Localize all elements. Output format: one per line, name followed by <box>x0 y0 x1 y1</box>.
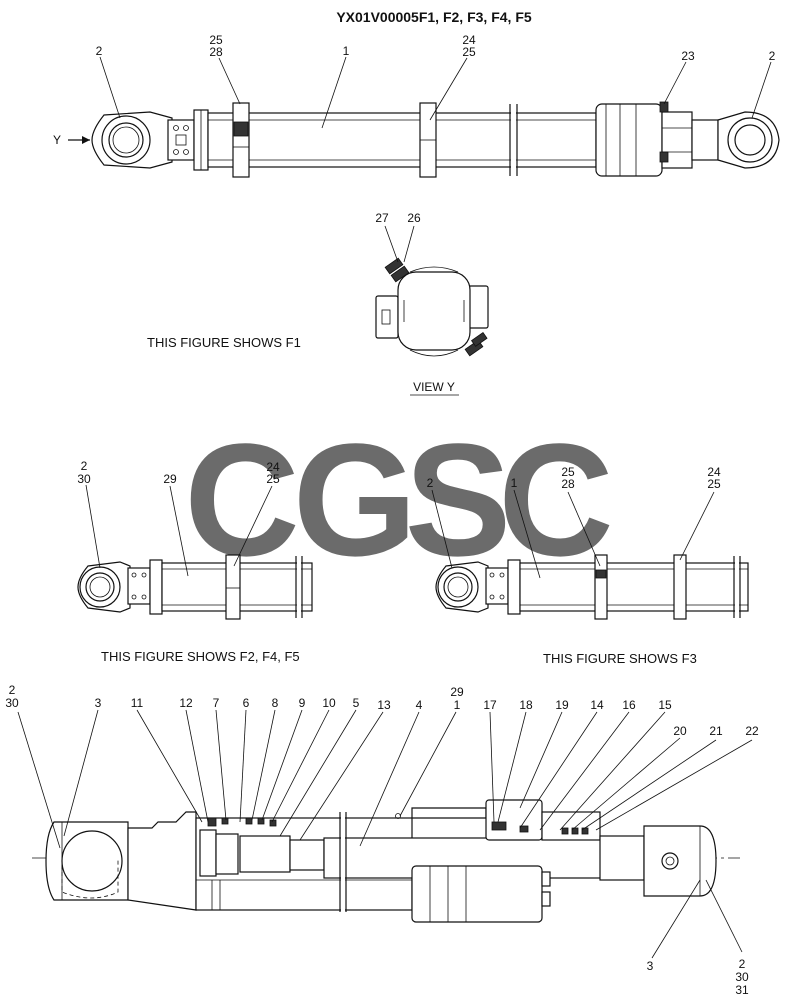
callout-12: 12 <box>179 696 193 710</box>
partial-view-f2-f4-f5: 2 30 29 24 25 <box>77 459 313 620</box>
callout-30: 30 <box>77 472 91 486</box>
view-arrow-label: Y <box>53 133 61 147</box>
callout-29: 29 <box>450 685 464 699</box>
callout-30: 30 <box>5 696 19 710</box>
callout-25: 25 <box>209 33 223 47</box>
partial-view-f3: 2 1 25 28 24 25 <box>427 465 749 620</box>
callout-23: 23 <box>681 49 695 63</box>
callout-24: 24 <box>266 460 280 474</box>
caption-f3: THIS FIGURE SHOWS F3 <box>543 651 697 666</box>
callout-19: 19 <box>555 698 569 712</box>
callout-21: 21 <box>709 724 723 738</box>
callout-25: 25 <box>707 477 721 491</box>
watermark-letter-g: G <box>293 410 417 589</box>
view-y-end-view: 27 26 VIEW Y <box>375 211 489 396</box>
callout-2: 2 <box>427 476 434 490</box>
callout-2: 2 <box>81 459 88 473</box>
callout-25: 25 <box>561 465 575 479</box>
callout-24: 24 <box>462 33 476 47</box>
callout-1: 1 <box>511 476 518 490</box>
callout-31: 31 <box>735 983 749 997</box>
callout-10: 10 <box>322 696 336 710</box>
caption-f1: THIS FIGURE SHOWS F1 <box>147 335 301 350</box>
callout-28: 28 <box>561 477 575 491</box>
callout-11: 11 <box>131 696 144 710</box>
callout-2: 2 <box>769 49 776 63</box>
callout-8: 8 <box>272 696 279 710</box>
callout-18: 18 <box>519 698 533 712</box>
callout-2: 2 <box>739 957 746 971</box>
watermark-letter-s: S <box>405 410 512 589</box>
callout-1: 1 <box>454 698 461 712</box>
caption-f2-f4-f5: THIS FIGURE SHOWS F2, F4, F5 <box>101 649 300 664</box>
callout-28: 28 <box>209 45 223 59</box>
callout-15: 15 <box>658 698 672 712</box>
callout-1: 1 <box>343 44 350 58</box>
callout-25: 25 <box>266 472 280 486</box>
cylinder-top-view: Y 2 25 28 1 24 25 23 2 <box>53 33 780 178</box>
view-y-label: VIEW Y <box>413 380 455 394</box>
callout-7: 7 <box>213 696 220 710</box>
callout-27: 27 <box>375 211 389 225</box>
callout-17: 17 <box>483 698 497 712</box>
drawing-title: YX01V00005F1, F2, F3, F4, F5 <box>336 9 532 25</box>
callout-25: 25 <box>462 45 476 59</box>
callout-16: 16 <box>622 698 636 712</box>
callout-4: 4 <box>416 698 423 712</box>
watermark-letter-c1: C <box>184 410 300 589</box>
callout-22: 22 <box>745 724 759 738</box>
watermark: C G S C <box>184 410 614 589</box>
cylinder-section-view: 2 30 3 11 12 7 6 8 9 10 5 13 4 29 1 17 1… <box>5 683 759 997</box>
callout-14: 14 <box>590 698 604 712</box>
callout-3: 3 <box>647 959 654 973</box>
callout-20: 20 <box>673 724 687 738</box>
callout-29: 29 <box>163 472 177 486</box>
callout-13: 13 <box>377 698 391 712</box>
callout-3: 3 <box>95 696 102 710</box>
callout-2: 2 <box>9 683 16 697</box>
callout-5: 5 <box>353 696 360 710</box>
callout-30: 30 <box>735 970 749 984</box>
callout-26: 26 <box>407 211 421 225</box>
callout-6: 6 <box>243 696 250 710</box>
callout-9: 9 <box>299 696 306 710</box>
callout-2: 2 <box>96 44 103 58</box>
callout-24: 24 <box>707 465 721 479</box>
